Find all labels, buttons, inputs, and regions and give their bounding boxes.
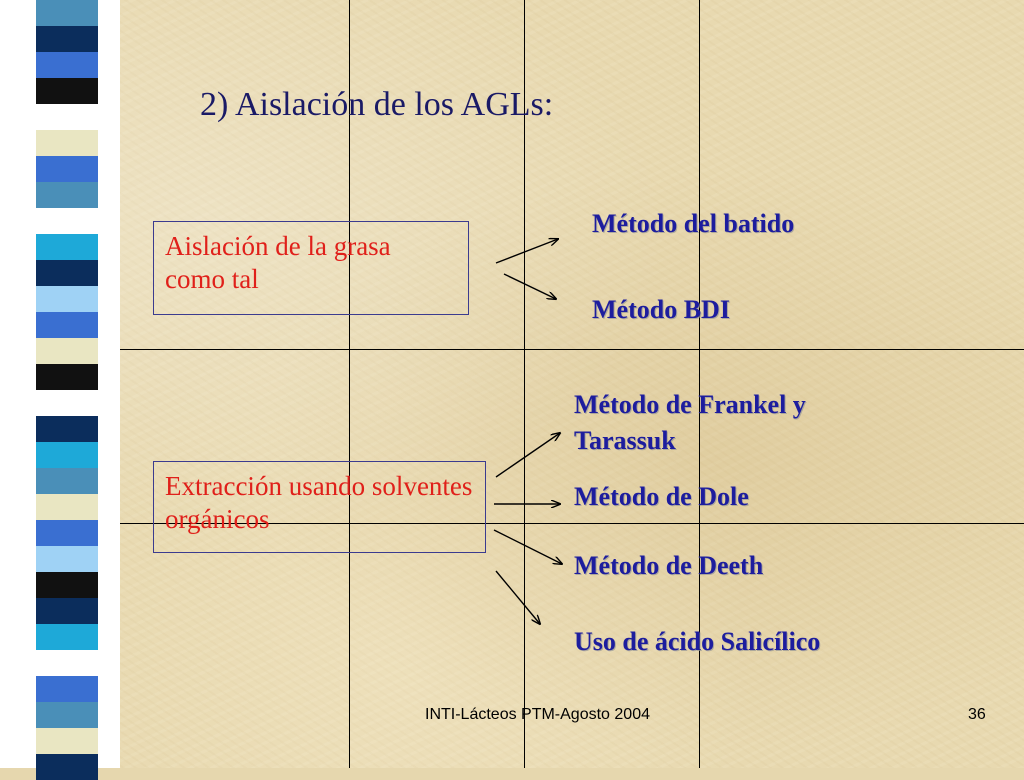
method-deeth: Método de Deeth [574, 551, 764, 580]
decorative-stripe [36, 130, 98, 156]
decorative-stripe-bar [0, 0, 120, 780]
decorative-stripe [36, 156, 98, 182]
footer-text: INTI-Lácteos PTM-Agosto 2004 [425, 706, 650, 723]
decorative-stripe [36, 312, 98, 338]
guide-line-vertical [524, 0, 525, 768]
decorative-stripe [36, 624, 98, 650]
arrow [495, 433, 560, 478]
arrow [493, 529, 562, 564]
decorative-stripe [36, 494, 98, 520]
source-box-label: Extracción usando solventes orgánicos [165, 471, 473, 534]
decorative-stripe [36, 182, 98, 208]
decorative-stripe [36, 338, 98, 364]
decorative-stripe [36, 442, 98, 468]
decorative-stripe [36, 208, 98, 234]
decorative-stripe [36, 0, 98, 26]
decorative-stripe [36, 650, 98, 676]
decorative-stripe [36, 390, 98, 416]
guide-line-horizontal [120, 349, 1024, 350]
decorative-stripe [36, 546, 98, 572]
method-bdi: Método BDI [592, 295, 730, 324]
source-box-label: Aislación de la grasa como tal [165, 231, 391, 294]
decorative-stripe [36, 104, 98, 130]
source-box-fat-isolation: Aislación de la grasa como tal [153, 221, 469, 315]
decorative-stripe [36, 468, 98, 494]
arrow [503, 273, 556, 299]
decorative-stripe [36, 728, 98, 754]
decorative-stripe [36, 52, 98, 78]
slide-title: 2) Aislación de los AGLs: [200, 86, 554, 123]
guide-line-horizontal [120, 523, 1024, 524]
decorative-stripe [36, 234, 98, 260]
method-frankel-tarassuk: Método de Frankel y Tarassuk [574, 390, 806, 455]
decorative-stripe [36, 26, 98, 52]
decorative-stripe [36, 78, 98, 104]
method-dole: Método de Dole [574, 482, 749, 511]
arrow [495, 570, 540, 624]
arrow [495, 239, 558, 264]
guide-line-vertical [349, 0, 350, 768]
guide-line-vertical [699, 0, 700, 768]
decorative-stripe [36, 260, 98, 286]
decorative-stripe [36, 702, 98, 728]
decorative-stripe [36, 520, 98, 546]
decorative-stripe [36, 572, 98, 598]
source-box-solvent-extraction: Extracción usando solventes orgánicos [153, 461, 486, 553]
decorative-stripe [36, 676, 98, 702]
page-number: 36 [968, 706, 986, 723]
method-salicylic-acid: Uso de ácido Salicílico [574, 627, 821, 656]
decorative-stripe [36, 286, 98, 312]
method-batido: Método del batido [592, 209, 795, 238]
decorative-stripe [36, 416, 98, 442]
decorative-stripe [36, 598, 98, 624]
decorative-stripe [36, 364, 98, 390]
